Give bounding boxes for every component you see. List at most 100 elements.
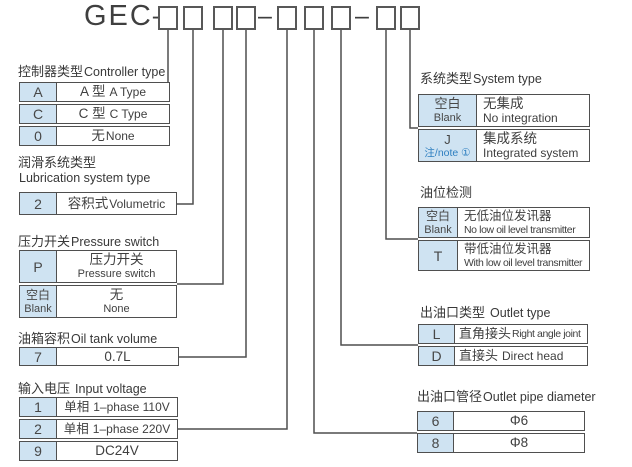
title-zh: 控制器类型: [18, 64, 84, 79]
title-en: Lubrication system type: [19, 170, 151, 185]
code-cell: L: [419, 325, 455, 343]
code-value: 7: [34, 348, 42, 365]
table-row: 6 Φ6: [417, 411, 585, 431]
table-row: J 注/note ① 集成系统 Integrated system: [418, 129, 590, 162]
desc-en: No low oil level transmitter: [464, 223, 576, 236]
connector-line: [385, 30, 418, 240]
desc-value: Φ8: [509, 435, 529, 450]
pressure-switch-table: P 压力开关 Pressure switch 空白 Blank 无 None: [19, 250, 177, 318]
code-cell: C: [20, 105, 57, 123]
desc-value: 0.7L: [104, 348, 131, 364]
oil-level-title: 油位检测: [420, 182, 472, 201]
desc-en: None: [105, 129, 135, 143]
oil-level-table: 空白 Blank 无低油位发讯器 No low oil level transm…: [418, 207, 590, 271]
code-cell: 1: [20, 398, 57, 416]
code-cell: A: [20, 83, 57, 101]
code-zh: 空白: [434, 95, 461, 111]
description-cell: 0.7L: [57, 348, 178, 365]
desc-en: Pressure switch: [77, 267, 156, 280]
description-cell: Φ8: [454, 434, 584, 452]
code-value: 0: [34, 128, 42, 144]
table-row: 空白 Blank 无低油位发讯器 No low oil level transm…: [418, 207, 590, 238]
code-value: J: [444, 131, 451, 147]
connector-line: [179, 30, 247, 358]
code-box: [376, 6, 396, 30]
desc-en: 1–phase 220V: [92, 422, 171, 436]
code-cell: 6: [418, 412, 454, 430]
desc-en: None: [103, 302, 130, 315]
connector-line: [178, 30, 288, 430]
description-cell: 无低油位发讯器 No low oil level transmitter: [458, 208, 589, 237]
table-row: 空白 Blank 无集成 No integration: [418, 94, 590, 127]
code-cell: D: [419, 347, 455, 365]
code-value: 1: [34, 399, 42, 415]
title-zh: 润滑系统类型: [18, 155, 97, 170]
code-cell: 2: [20, 420, 57, 438]
code-value: C: [32, 106, 44, 122]
table-row: 空白 Blank 无 None: [19, 285, 177, 318]
title-zh: 系统类型: [420, 71, 473, 86]
table-row: 7 0.7L: [19, 347, 179, 366]
desc-en: A Type: [109, 85, 146, 99]
table-row: 8 Φ8: [417, 433, 585, 453]
connector-line: [177, 30, 224, 285]
desc-zh: A 型: [80, 84, 106, 99]
desc-en: 1–phase 110V: [93, 400, 170, 414]
desc-zh: 直接头: [459, 348, 499, 363]
model-code-prefix: GEC–: [84, 0, 171, 32]
title-en: Oil tank volume: [71, 332, 158, 346]
desc-value: Φ6: [509, 413, 529, 428]
code-zh: 空白: [25, 287, 50, 302]
code-value: L: [432, 326, 441, 342]
code-value: 2: [34, 421, 42, 437]
code-box: [158, 6, 178, 30]
desc-en: No integration: [483, 110, 558, 125]
code-value: D: [431, 348, 442, 364]
controller-type-title: 控制器类型Controller type: [18, 61, 165, 80]
code-value: 2: [34, 195, 42, 212]
title-en: Pressure switch: [71, 235, 160, 249]
system-type-title: 系统类型System type: [420, 68, 542, 87]
desc-zh: 集成系统: [483, 130, 537, 146]
code-dash: –: [258, 2, 272, 30]
desc-en: Direct head: [502, 349, 564, 363]
code-box: [213, 6, 233, 30]
description-cell: 压力开关 Pressure switch: [57, 251, 176, 282]
code-cell: 8: [418, 434, 454, 452]
code-cell: P: [20, 251, 57, 282]
desc-zh: C 型: [78, 106, 106, 121]
title-en: Input voltage: [75, 382, 147, 396]
table-row: T 带低油位发讯器 With low oil level transmitter: [418, 240, 590, 271]
code-cell: 空白 Blank: [20, 286, 57, 317]
code-box: [304, 6, 324, 30]
code-cell: J 注/note ①: [419, 130, 477, 161]
desc-zh: 直角接头: [459, 326, 512, 341]
desc-zh: 容积式: [67, 195, 109, 211]
code-en: Blank: [433, 111, 462, 124]
title-zh: 压力开关: [18, 234, 71, 249]
connector-line: [177, 30, 194, 205]
code-cell: 2: [20, 193, 57, 214]
desc-en: C Type: [109, 107, 148, 121]
code-box: [277, 6, 297, 30]
desc-zh: 无: [91, 128, 105, 143]
code-cell: 空白 Blank: [419, 208, 458, 237]
title-zh: 出油口管径: [417, 389, 483, 404]
connector-line: [409, 30, 418, 129]
code-note: 注/note ①: [424, 146, 471, 159]
title-zh: 油位检测: [420, 185, 473, 200]
title-en: Controller type: [84, 65, 166, 79]
desc-en: Integrated system: [483, 145, 579, 160]
